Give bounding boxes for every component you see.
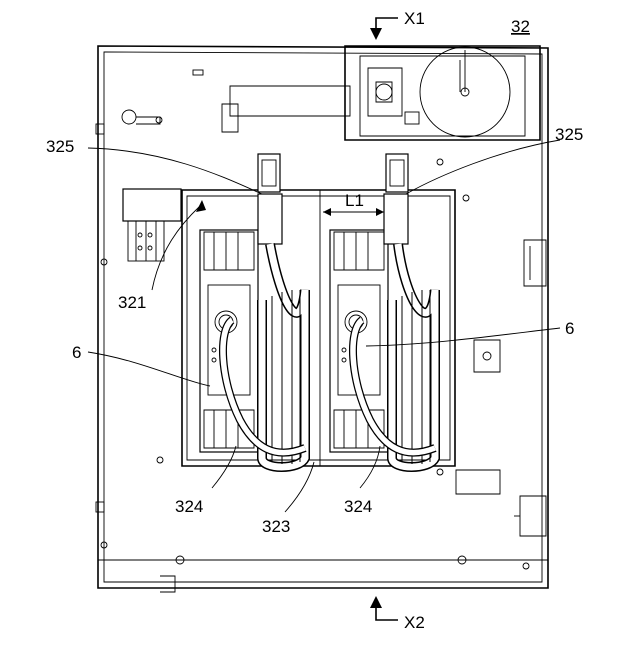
label-x1: X1 (404, 9, 425, 28)
label-325-left: 325 (46, 137, 74, 156)
label-321: 321 (118, 293, 146, 312)
right-connector (384, 154, 408, 244)
section-marker-x2: X2 (370, 596, 425, 632)
label-325-right: 325 (555, 125, 583, 144)
left-module (200, 230, 258, 452)
right-side-hardware (437, 159, 546, 536)
figure-number: 32 (511, 17, 530, 36)
left-connector (258, 154, 282, 244)
left-terminal-block (123, 189, 181, 261)
dimension-l1: L1 (323, 191, 384, 216)
cabinet-outline (98, 46, 548, 592)
label-6-left: 6 (72, 343, 81, 362)
label-324-right: 324 (344, 497, 372, 516)
label-x2: X2 (404, 613, 425, 632)
section-marker-x1: X1 (370, 9, 425, 40)
fan-housing (345, 46, 540, 140)
label-l1: L1 (345, 191, 364, 210)
right-module (330, 230, 388, 452)
label-6-right: 6 (565, 319, 574, 338)
label-324-left: 324 (175, 497, 203, 516)
label-323: 323 (262, 517, 290, 536)
